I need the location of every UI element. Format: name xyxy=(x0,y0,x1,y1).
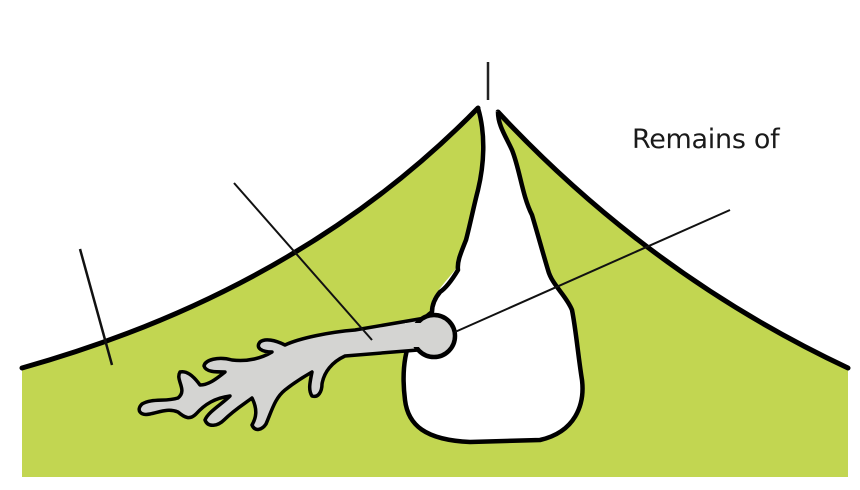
eroded-cavity xyxy=(401,107,585,445)
right-slope-outline xyxy=(495,109,851,371)
remains-label: Remains of xyxy=(632,124,780,155)
dyke xyxy=(137,314,457,432)
left-slope-outline xyxy=(19,105,481,371)
dyke-joint xyxy=(405,323,425,347)
dyke-leader-line xyxy=(233,182,373,341)
chamber-leader-line xyxy=(454,209,731,333)
flank-leader-line xyxy=(78,248,114,366)
